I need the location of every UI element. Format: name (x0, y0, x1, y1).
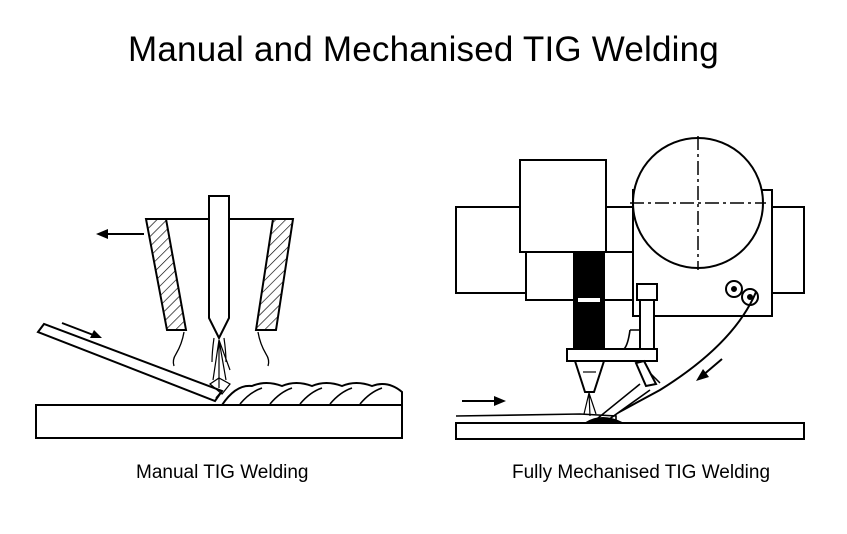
wire-guide (634, 359, 658, 388)
torch-head-box (519, 159, 607, 253)
mech-nozzle (573, 360, 606, 393)
welding-arc (212, 339, 231, 388)
mech-welding-arc (583, 392, 597, 417)
torch-clamp (566, 348, 658, 362)
diagram-title: Manual and Mechanised TIG Welding (128, 30, 719, 69)
workpiece-plate (35, 404, 403, 439)
mechanised-tig-drawing (455, 136, 805, 440)
nozzle-wall-right (254, 218, 295, 331)
weld-bead (220, 382, 403, 406)
manual-tig-drawing (35, 195, 403, 439)
filler-rod (36, 322, 224, 403)
mech-weld-deposit (582, 417, 623, 424)
tungsten-electrode (208, 195, 230, 341)
mechanised-caption: Fully Mechanised TIG Welding (512, 462, 771, 483)
filler-wire (611, 291, 757, 417)
nozzle-wall-left (144, 218, 188, 331)
manual-caption: Manual TIG Welding (136, 462, 309, 483)
rod-feed-arrow (61, 322, 97, 337)
mech-workpiece-plate (455, 422, 805, 440)
